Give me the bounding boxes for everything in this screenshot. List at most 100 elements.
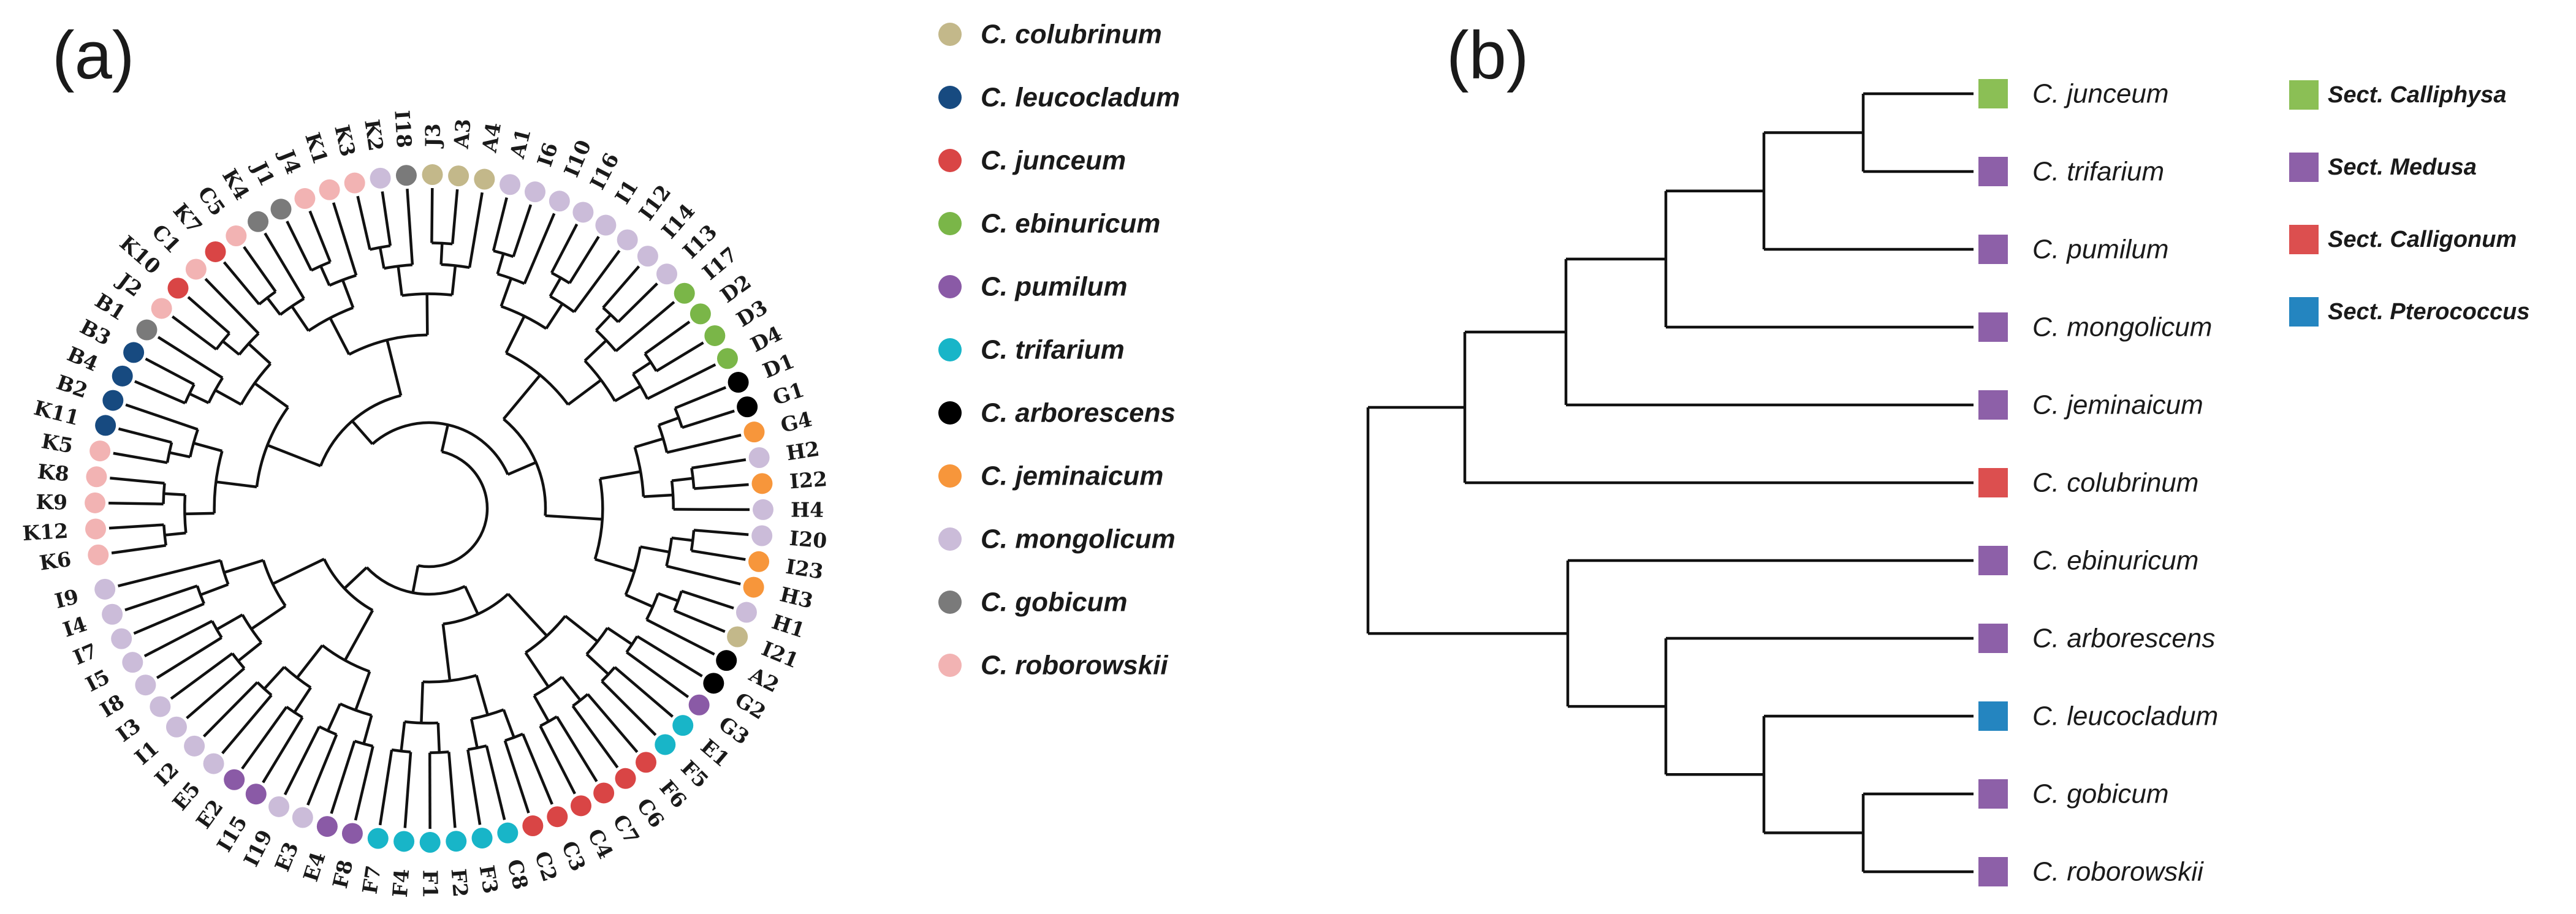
- branch-radial: [221, 340, 240, 356]
- branch-radial: [644, 320, 691, 355]
- branch-radial: [169, 451, 191, 459]
- branch-radial: [378, 749, 393, 826]
- tip-dot: [570, 795, 591, 817]
- legend-label: C. gobicum: [981, 587, 1128, 618]
- branch-arc: [308, 306, 354, 332]
- section-swatch: [1978, 235, 2008, 264]
- legend-swatch: [938, 23, 962, 46]
- tip-dot: [123, 342, 145, 363]
- legend-label: C. mongolicum: [981, 524, 1176, 554]
- tip-dot: [497, 822, 519, 844]
- branch-radial: [674, 609, 726, 633]
- legend-swatch: [938, 338, 962, 361]
- branch-radial: [293, 687, 312, 713]
- tip-dot: [748, 551, 770, 572]
- branch-radial: [306, 734, 338, 806]
- branch-radial: [545, 514, 602, 521]
- tip-label: J1: [247, 156, 279, 190]
- branch-radial: [572, 249, 621, 313]
- legend-label: C. jeminaicum: [981, 461, 1163, 491]
- tip-dot: [572, 202, 594, 223]
- branch-radial: [564, 614, 599, 643]
- branch-radial: [420, 681, 425, 723]
- tip-dot: [690, 303, 711, 325]
- section-swatch: [1978, 779, 2008, 809]
- tip-dot: [617, 229, 638, 251]
- tip-label: H3: [778, 582, 816, 613]
- branch-radial: [625, 593, 653, 608]
- branch-radial: [237, 641, 262, 662]
- tip-dot: [419, 831, 441, 853]
- tip-dot: [595, 214, 617, 236]
- branch-radial: [241, 706, 288, 770]
- branch-radial: [378, 247, 386, 269]
- branch-radial: [533, 695, 550, 722]
- branch-radial: [599, 470, 641, 480]
- branch-arc: [279, 297, 305, 316]
- legend-label: C. pumilum: [981, 272, 1128, 302]
- section-legend-label: Sect. Calligonum: [2328, 227, 2517, 252]
- branch-radial: [496, 253, 505, 274]
- section-legend-swatch: [2289, 225, 2319, 254]
- branch-arc: [631, 373, 649, 399]
- tip-dot: [448, 165, 469, 187]
- tip-label: J4: [274, 145, 306, 177]
- branch-radial: [189, 392, 210, 404]
- tip-dot: [393, 831, 415, 852]
- species-label: C. jeminaicum: [2032, 390, 2203, 420]
- section-swatch: [1978, 157, 2008, 186]
- branch-radial: [110, 477, 165, 485]
- branch-radial: [263, 666, 286, 690]
- tip-dot: [737, 396, 758, 418]
- tip-dot: [727, 626, 748, 648]
- legend-swatch: [938, 527, 962, 551]
- tip-dot: [151, 298, 172, 319]
- tip-dot: [122, 652, 143, 673]
- branch-radial: [466, 749, 482, 825]
- tip-dot: [184, 735, 205, 757]
- branch-radial: [504, 315, 526, 354]
- species-label: C. leucocladum: [2032, 701, 2218, 731]
- tip-dot: [716, 650, 737, 671]
- branch-radial: [524, 652, 550, 688]
- tip-dot: [656, 263, 678, 285]
- species-label: C. junceum: [2032, 79, 2169, 109]
- branch-arc: [207, 377, 224, 404]
- tip-dot: [88, 544, 109, 565]
- tip-label: I23: [784, 554, 825, 584]
- branch-arc: [471, 708, 504, 720]
- section-legend-swatch: [2289, 297, 2319, 327]
- tip-label: K9: [36, 490, 67, 515]
- tip-dot: [615, 768, 636, 789]
- branch-radial: [595, 314, 612, 331]
- branch-radial: [606, 627, 633, 646]
- tip-dot: [86, 466, 107, 488]
- tip-dot: [95, 415, 116, 436]
- branch-arc: [525, 615, 567, 654]
- tip-label: D1: [759, 349, 798, 383]
- tip-dot: [716, 348, 738, 369]
- branch-arc: [231, 652, 246, 670]
- branch-radial: [502, 709, 515, 738]
- tip-dot: [344, 172, 365, 194]
- branch-radial: [264, 232, 305, 300]
- tip-dot: [102, 390, 124, 411]
- tip-label: A4: [477, 121, 506, 154]
- branch-radial: [492, 197, 508, 251]
- branch-arc: [583, 360, 617, 402]
- branch-radial: [243, 246, 277, 293]
- legend-swatch: [938, 212, 962, 235]
- branch-radial: [202, 681, 259, 738]
- branch-radial: [507, 593, 548, 637]
- branch-radial: [555, 716, 598, 782]
- branch-radial: [145, 357, 195, 386]
- legend-label: C. arborescens: [981, 398, 1176, 428]
- branch-arc: [365, 566, 466, 596]
- branch-arc: [321, 644, 370, 673]
- branch-arc: [422, 674, 477, 684]
- tip-dot: [316, 816, 338, 837]
- branch-radial: [113, 451, 168, 464]
- branch-radial: [216, 480, 257, 489]
- tip-dot: [319, 179, 340, 200]
- section-legend-label: Sect. Medusa: [2328, 154, 2477, 180]
